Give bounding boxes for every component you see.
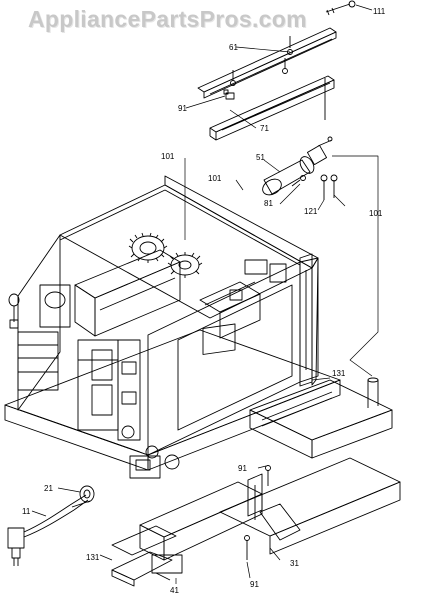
callout-101-c: 101 bbox=[369, 209, 383, 218]
interlock-switches bbox=[117, 339, 159, 459]
callout-81: 81 bbox=[264, 199, 273, 208]
screw-91-mid bbox=[265, 465, 271, 486]
callout-31: 31 bbox=[290, 559, 299, 568]
callout-131-right: 131 bbox=[332, 369, 346, 378]
transformer bbox=[74, 249, 181, 337]
leader-lines bbox=[31, 4, 379, 584]
fuse-holder bbox=[8, 293, 20, 329]
bushing-21 bbox=[79, 485, 95, 503]
oven-cavity-body bbox=[4, 175, 341, 471]
callout-91-mid: 91 bbox=[238, 464, 247, 473]
bracket-31 bbox=[219, 457, 401, 555]
callout-91-top: 91 bbox=[178, 104, 187, 113]
drive-gear-left bbox=[128, 232, 168, 263]
duct-131-right bbox=[249, 377, 393, 459]
callout-131-left: 131 bbox=[86, 553, 100, 562]
screw-91-bottom bbox=[244, 535, 250, 560]
watermark-logo: AppliancePartsPros.com bbox=[28, 6, 307, 32]
power-cord-11 bbox=[7, 494, 91, 566]
callout-61: 61 bbox=[229, 43, 238, 52]
callout-111: 111 bbox=[373, 7, 386, 16]
callout-101-b: 101 bbox=[208, 174, 222, 183]
callout-121: 121 bbox=[304, 207, 318, 216]
rail-screws bbox=[230, 36, 326, 120]
bracket-41 bbox=[151, 554, 183, 581]
drive-gear-right bbox=[167, 252, 203, 278]
callout-labels: 111 61 91 71 101 101 51 81 121 101 131 9… bbox=[22, 7, 386, 595]
screw-111 bbox=[325, 0, 356, 16]
screw-81 bbox=[291, 175, 306, 187]
screw-121 bbox=[320, 174, 338, 200]
mount-bracket-71 bbox=[209, 75, 335, 141]
top-rail-61 bbox=[197, 27, 337, 99]
callout-11: 11 bbox=[22, 507, 31, 516]
callout-21: 21 bbox=[44, 484, 53, 493]
callout-91-bottom: 91 bbox=[250, 580, 259, 589]
callout-71: 71 bbox=[260, 124, 269, 133]
control-module bbox=[199, 281, 261, 339]
clip-91-top bbox=[223, 89, 235, 100]
lamp-socket-51 bbox=[262, 136, 333, 196]
callout-41: 41 bbox=[170, 586, 179, 595]
hv-capacitor bbox=[77, 339, 119, 431]
bottom-cover-131-left bbox=[111, 481, 263, 587]
door-latch-motor bbox=[129, 454, 180, 479]
fan-motor bbox=[244, 259, 287, 283]
magnetron bbox=[17, 284, 71, 391]
callout-101-a: 101 bbox=[161, 152, 175, 161]
side-bracket-right bbox=[299, 253, 313, 387]
callout-51: 51 bbox=[256, 153, 265, 162]
